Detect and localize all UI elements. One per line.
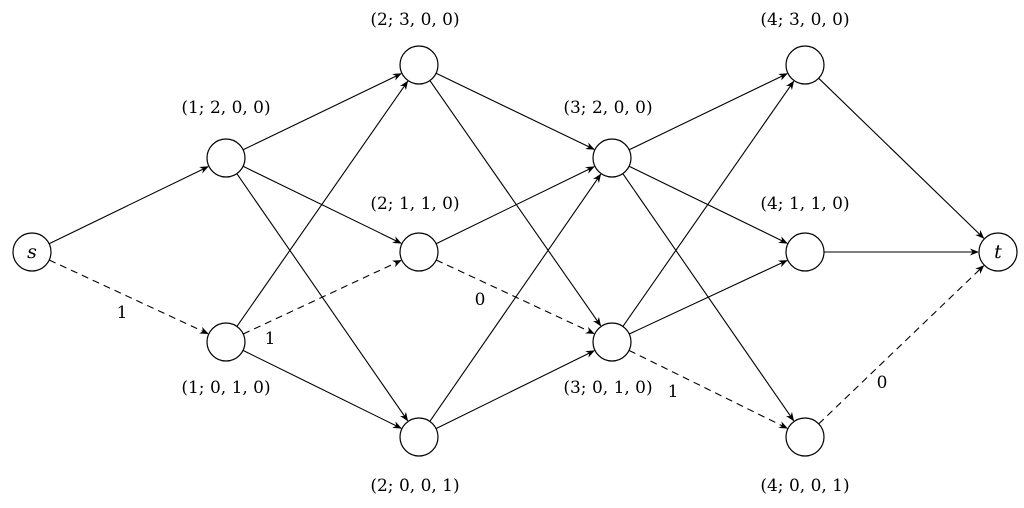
edge-n4a-t [818,77,985,239]
node-label-n1a: (1; 2, 0, 0) [181,98,270,118]
node-label-n4a: (4; 3, 0, 0) [760,10,849,30]
edge-n1b-n2a [236,80,409,327]
node-symbol-t: t [994,241,1002,263]
edge-n2b-n3a [435,166,595,245]
node-n4a: (4; 3, 0, 0) [760,10,850,85]
edge-n1b-n2c [242,349,402,429]
node-circle-n3b [592,322,632,362]
node-n2c: (2; 0, 0, 1) [370,417,460,496]
node-s: s [12,232,52,272]
node-circle-n3a [592,138,632,178]
node-n2b: (2; 1, 1, 0) [370,194,460,272]
node-label-n2c: (2; 0, 0, 1) [370,476,459,496]
node-circle-t [978,232,1018,272]
node-circle-n1a [206,138,246,178]
node-label-n3a: (3; 2, 0, 0) [563,98,652,118]
edge-weight-n4c-t: 0 [877,373,888,393]
node-n2a: (2; 3, 0, 0) [370,10,460,85]
node-label-n1b: (1; 0, 1, 0) [181,378,270,398]
edge-n3b-n4a [622,80,795,327]
node-circle-n4a [785,45,825,85]
node-circle-n1b [206,322,246,362]
node-circle-n2b [399,232,439,272]
node-n1a: (1; 2, 0, 0) [181,98,271,178]
node-label-n4c: (4; 0, 0, 1) [760,476,849,496]
edge-weight-n2b-n3b: 0 [475,290,486,310]
edge-weight-n3b-n4c: 1 [668,382,679,402]
node-t: t [978,232,1018,272]
node-n4c: (4; 0, 0, 1) [760,417,850,496]
node-label-n3b: (3; 0, 1, 0) [563,378,652,398]
edge-weight-n1b-n2b: 1 [265,329,276,349]
node-n3b: (3; 0, 1, 0) [563,322,653,398]
edge-n2a-n3b [429,80,602,327]
node-symbol-s: s [27,241,37,263]
edge-n3b-n4c [628,349,788,429]
edge-n4c-t [818,265,985,425]
edge-n2b-n3b [435,259,595,334]
nodes-layer: s (1; 2, 0, 0) (1; 0, 1, 0) (2; 3, 0, 0) (2;… [12,10,1018,496]
node-circle-s [12,232,52,272]
node-label-n2b: (2; 1, 1, 0) [370,194,459,214]
node-label-n4b: (4; 1, 1, 0) [760,194,849,214]
node-circle-n4b [785,232,825,272]
node-n1b: (1; 0, 1, 0) [181,322,271,398]
edge-n1a-n2a [242,73,402,151]
edge-s-n1b [48,259,209,335]
edge-n2a-n3a [435,72,595,150]
node-n4b: (4; 1, 1, 0) [760,194,850,272]
node-circle-n2c [399,417,439,457]
node-label-n2a: (2; 3, 0, 0) [370,10,459,30]
node-circle-n2a [399,45,439,85]
edge-n3a-n4a [628,73,788,151]
edge-n2c-n3b [435,350,595,430]
edge-n1b-n2b [242,260,402,335]
edge-s-n1a [48,166,209,245]
edge-weight-s-n1b: 1 [117,303,128,323]
node-n3a: (3; 2, 0, 0) [563,98,653,178]
edges-layer: 1 1 0 1 0 [48,72,985,430]
edge-n3b-n4b [628,260,788,335]
node-circle-n4c [785,417,825,457]
edge-n2c-n3a [429,173,602,422]
